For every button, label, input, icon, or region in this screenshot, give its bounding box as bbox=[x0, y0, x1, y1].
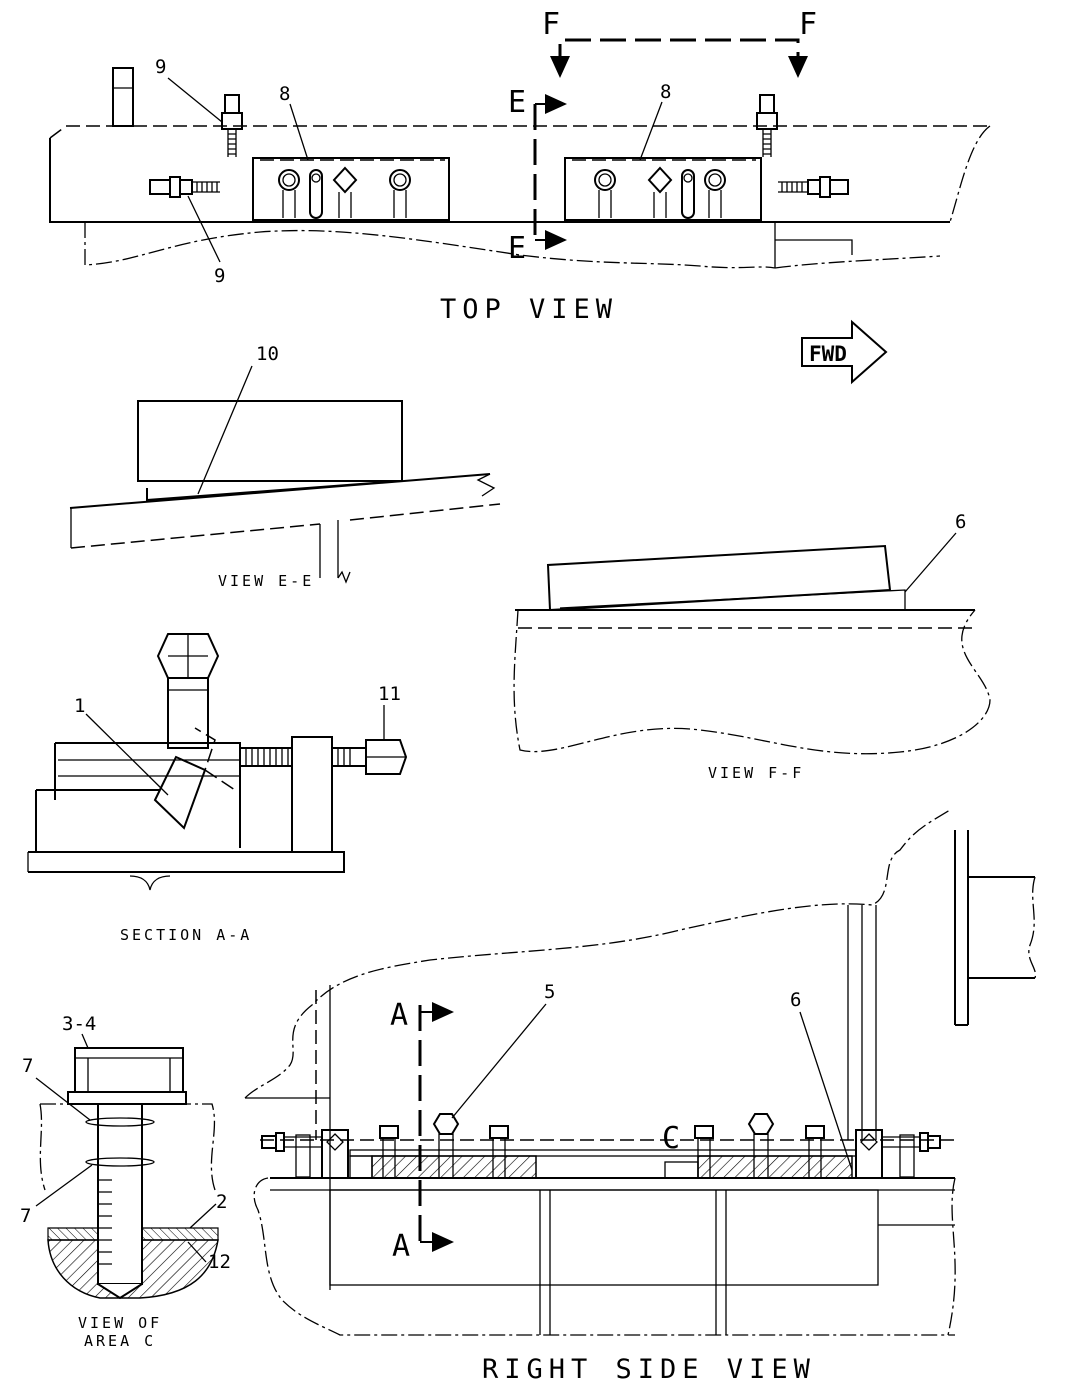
view-e-e-title: VIEW E-E bbox=[218, 572, 314, 590]
bolt-vertical-left bbox=[221, 94, 243, 157]
bolt-horizontal-right bbox=[778, 176, 849, 198]
marker-a-bottom: A bbox=[392, 1229, 410, 1264]
view-area-c-title-2: AREA C bbox=[84, 1332, 156, 1350]
bolt-horizontal-left bbox=[149, 176, 220, 198]
marker-f-right: F bbox=[799, 7, 817, 42]
section-a-a: 1 11 SECTION A-A bbox=[27, 633, 408, 944]
marker-e-bottom: E bbox=[508, 231, 526, 266]
top-view: F F E E 9 9 8 8 TOP VIEW bbox=[49, 7, 991, 325]
callout-9-bottom: 9 bbox=[214, 265, 225, 287]
view-area-c: 3-4 7 7 2 12 VIEW OF AREA C bbox=[20, 1013, 231, 1350]
fwd-arrow-badge: FWD bbox=[801, 319, 888, 385]
callout-8-left: 8 bbox=[279, 83, 290, 105]
fwd-label: FWD bbox=[809, 342, 847, 366]
section-a-a-title: SECTION A-A bbox=[120, 926, 252, 944]
callout-6-fview: 6 bbox=[955, 511, 966, 533]
view-area-c-title-1: VIEW OF bbox=[78, 1314, 162, 1332]
right-side-view-title: RIGHT SIDE VIEW bbox=[482, 1354, 816, 1385]
rail-bolts bbox=[261, 1113, 941, 1179]
callout-2: 2 bbox=[216, 1191, 227, 1213]
callout-8-right: 8 bbox=[660, 81, 671, 103]
marker-e-top: E bbox=[508, 85, 526, 120]
marker-f-left: F bbox=[542, 7, 560, 42]
callout-7-bottom: 7 bbox=[20, 1205, 31, 1227]
marker-a-top: A bbox=[390, 998, 408, 1033]
callout-5: 5 bbox=[544, 981, 555, 1003]
marker-c: C bbox=[662, 1121, 680, 1156]
top-view-title: TOP VIEW bbox=[440, 294, 618, 325]
callout-7-top: 7 bbox=[22, 1055, 33, 1077]
callout-6-side: 6 bbox=[790, 989, 801, 1011]
view-e-e: 10 VIEW E-E bbox=[69, 343, 501, 590]
view-f-f: 6 VIEW F-F bbox=[513, 511, 991, 782]
callout-1: 1 bbox=[74, 695, 85, 717]
callout-9-top: 9 bbox=[155, 56, 166, 78]
callout-12: 12 bbox=[208, 1251, 231, 1273]
bolt-vertical-right bbox=[756, 94, 778, 157]
callout-3-4: 3-4 bbox=[62, 1013, 96, 1035]
right-side-view: A A C 5 6 RIGHT SIDE VIEW bbox=[244, 809, 1037, 1385]
callout-10: 10 bbox=[256, 343, 279, 365]
view-f-f-title: VIEW F-F bbox=[708, 764, 804, 782]
callout-11: 11 bbox=[378, 683, 401, 705]
